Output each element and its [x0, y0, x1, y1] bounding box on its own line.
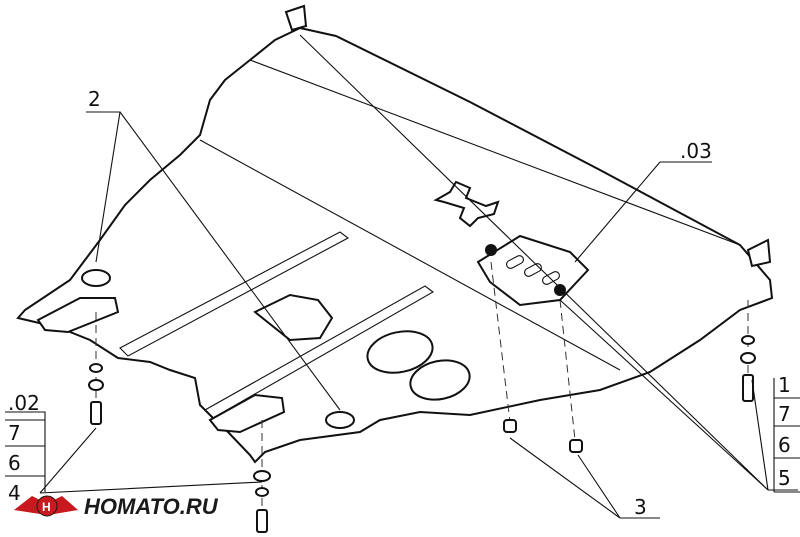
callout-right-7: 7	[778, 402, 791, 426]
leader-3	[509, 437, 660, 519]
callout-4: 4	[8, 481, 21, 505]
bracket-slot-2	[524, 263, 542, 277]
rib-upper	[119, 231, 350, 357]
skid-plate	[16, 26, 774, 464]
left-label-bracket	[5, 411, 46, 492]
crease-line-top	[249, 59, 741, 246]
grommet-center	[325, 411, 355, 429]
callout-left-7: 7	[8, 421, 21, 445]
callout-left-6: 6	[8, 451, 21, 475]
leader-5	[299, 34, 798, 491]
grommet-left	[81, 269, 111, 287]
callout-1: 1	[778, 373, 791, 397]
homato-logo: H HOMATO.RU	[14, 494, 219, 519]
callout-3: 3	[634, 495, 647, 519]
top-bracket-right	[746, 238, 772, 268]
rib-lower	[204, 285, 434, 419]
nut-2	[569, 439, 583, 453]
leader-03	[574, 161, 712, 263]
logo-mark: H	[42, 500, 51, 514]
fastener-lower	[253, 470, 271, 533]
opening-oval-1	[366, 330, 434, 374]
left-mount-tab	[36, 297, 120, 334]
leader-4	[39, 427, 263, 494]
callout-2: 2	[88, 87, 101, 111]
assembly-line-3	[490, 261, 511, 423]
assembly-line-4	[559, 299, 576, 441]
fastener-right	[740, 335, 756, 402]
crease-line-mid	[199, 139, 621, 371]
opening-h-slot	[433, 180, 500, 228]
top-bracket-left	[284, 4, 308, 32]
callout-02: .02	[8, 391, 40, 415]
bracket-slot-1	[506, 255, 524, 269]
right-label-bracket	[773, 378, 800, 493]
nut-1	[503, 419, 517, 433]
leader-2	[86, 111, 341, 411]
logo-circle	[36, 495, 58, 517]
callout-5: 5	[778, 466, 791, 490]
bracket-hole-2	[554, 284, 566, 296]
lower-mount-tab	[208, 393, 286, 434]
callout-03: .03	[680, 139, 712, 163]
bracket-hole-1	[485, 244, 497, 256]
logo-text: HOMATO.RU	[84, 494, 219, 519]
fastener-left	[88, 363, 104, 425]
opening-trapezoid	[253, 293, 334, 342]
callout-right-6: 6	[778, 433, 791, 457]
opening-oval-2	[409, 359, 471, 401]
